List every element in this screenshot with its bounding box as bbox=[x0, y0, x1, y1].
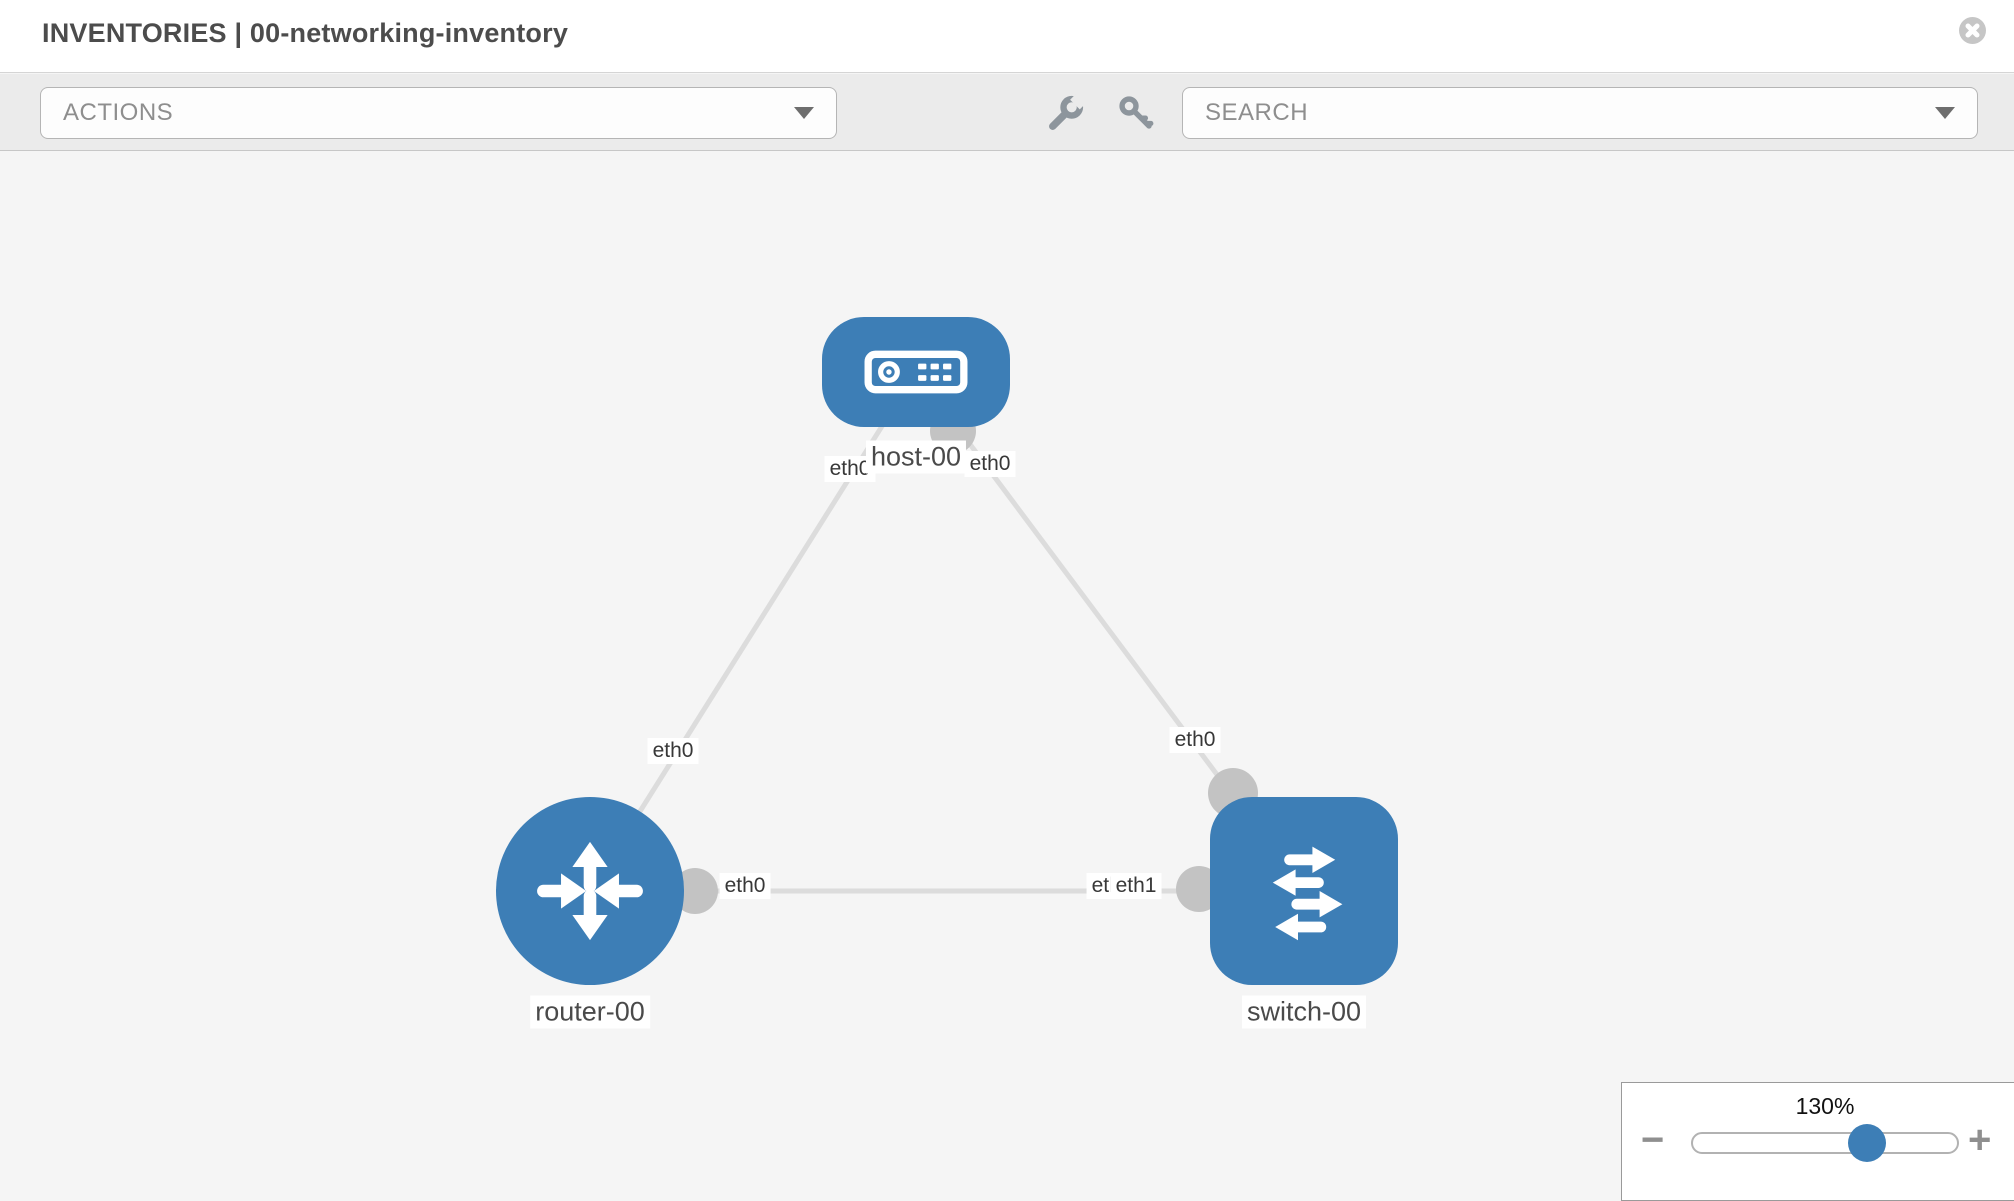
interface-label-router-eth0-top: eth0 bbox=[647, 738, 699, 764]
page-title: INVENTORIES | 00-networking-inventory bbox=[42, 18, 569, 48]
wrench-icon bbox=[1049, 92, 1087, 130]
interface-label-router-eth0-right: eth0 bbox=[719, 873, 771, 899]
close-button[interactable] bbox=[1959, 17, 1986, 44]
search-dropdown-label: SEARCH bbox=[1205, 99, 1309, 126]
node-switch-00[interactable] bbox=[1210, 797, 1398, 985]
zoom-in-button[interactable]: + bbox=[1968, 1118, 1992, 1162]
search-dropdown[interactable]: SEARCH bbox=[1182, 87, 1978, 139]
interface-label-host-eth0-right: eth0 bbox=[964, 451, 1016, 477]
caret-down-icon bbox=[794, 107, 814, 119]
close-icon bbox=[1965, 23, 1980, 38]
header: INVENTORIES | 00-networking-inventory bbox=[0, 0, 2014, 73]
interface-label-switch-eth1-left: eth1 bbox=[1110, 873, 1162, 899]
node-router-00[interactable] bbox=[496, 797, 684, 985]
toolbar: ACTIONS SEARCH bbox=[0, 74, 2014, 151]
topology-canvas[interactable] bbox=[0, 152, 2014, 1200]
node-label-router-00: router-00 bbox=[530, 995, 650, 1029]
node-label-switch-00: switch-00 bbox=[1241, 995, 1367, 1029]
node-host-00[interactable] bbox=[822, 317, 1010, 427]
zoom-out-button[interactable]: − bbox=[1641, 1118, 1665, 1162]
actions-dropdown[interactable]: ACTIONS bbox=[40, 87, 837, 139]
credentials-button[interactable] bbox=[1114, 94, 1158, 134]
zoom-slider-thumb[interactable] bbox=[1848, 1124, 1886, 1162]
zoom-level: 130% bbox=[1795, 1093, 1855, 1119]
node-label-host-00: host-00 bbox=[865, 440, 967, 474]
zoom-panel: 130% − + bbox=[1621, 1082, 2014, 1201]
zoom-slider[interactable] bbox=[1691, 1124, 1959, 1162]
key-icon bbox=[1119, 96, 1154, 129]
interface-label-switch-eth0-top: eth0 bbox=[1169, 727, 1221, 753]
caret-down-icon bbox=[1935, 107, 1955, 119]
tools-button[interactable] bbox=[1044, 92, 1088, 134]
router-icon bbox=[537, 841, 643, 941]
host-icon bbox=[864, 350, 968, 394]
actions-dropdown-label: ACTIONS bbox=[63, 99, 174, 126]
switch-icon bbox=[1272, 846, 1343, 941]
